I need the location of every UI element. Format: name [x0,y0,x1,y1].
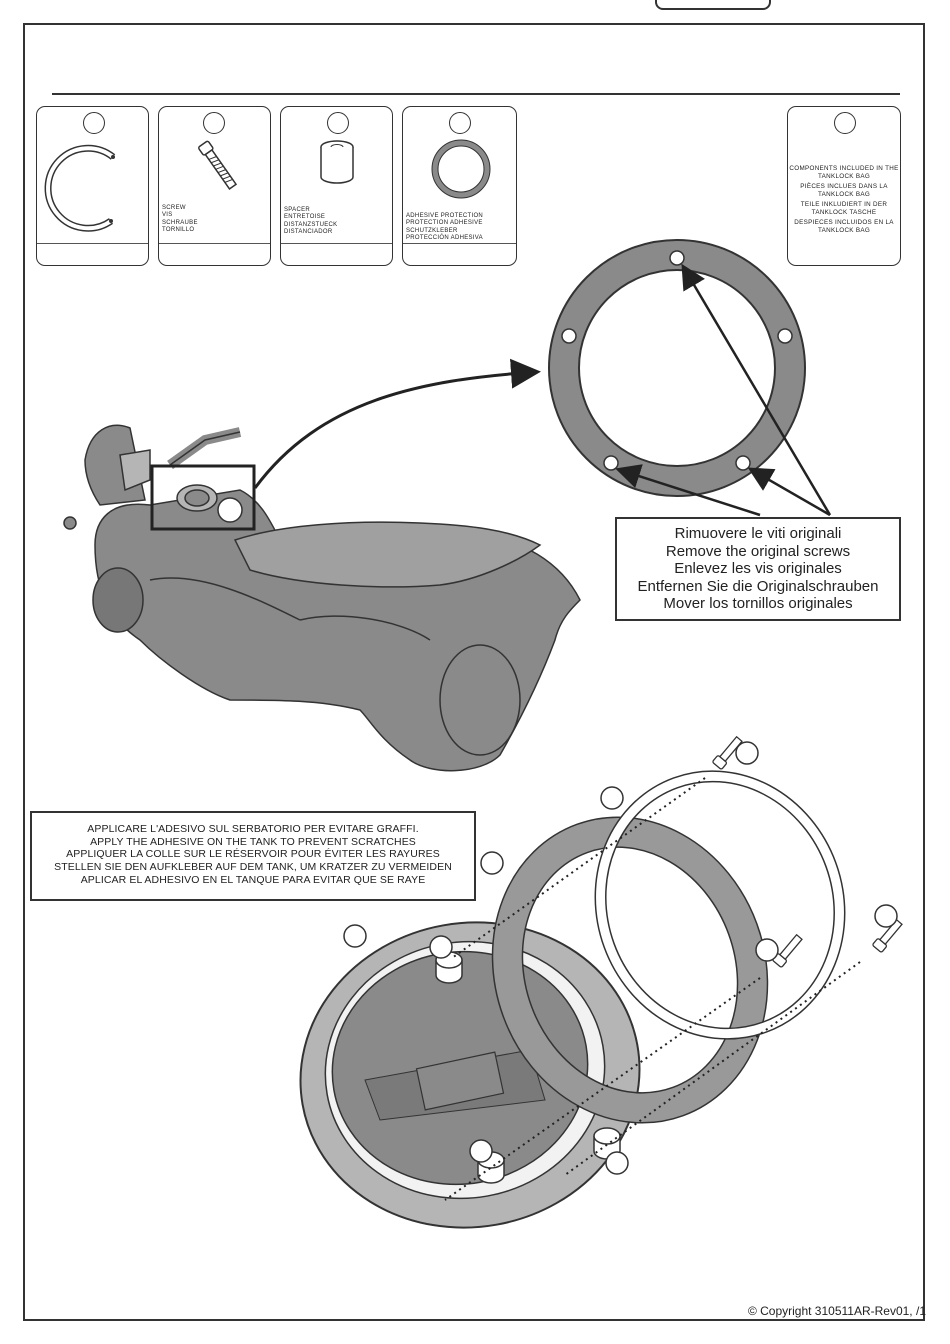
tank-detail-highlight [150,464,256,531]
screw-hole-arrows [615,263,832,517]
page-frame [23,23,925,1321]
remove-screws-note: Rimuovere le viti originali Remove the o… [615,517,901,621]
detail-arrow [253,358,541,489]
included-components-text: COMPONENTS INCLUDED IN THE TANKLOCK BAG … [789,165,899,234]
screw-icon [198,140,238,190]
card-divider [281,243,392,244]
motorcycle-illustration [63,424,581,772]
card-divider [403,243,516,244]
tank-ring-icon [44,144,116,232]
callout-circle [203,112,225,134]
callout-circle [449,112,471,134]
callout-circle [327,112,349,134]
tank-flange-gasket [548,239,806,497]
header-rule [52,93,900,95]
spacer-icon [320,140,354,184]
card-divider [37,243,148,244]
exploded-assembly [299,735,903,1229]
callout-circles [343,741,898,1175]
apply-adhesive-note: APPLICARE L'ADESIVO SUL SERBATORIO PER E… [30,811,476,901]
card-divider [159,243,270,244]
callout-circle [834,112,856,134]
adhesive-ring-icon [431,139,491,199]
callout-circle [217,497,243,523]
component-card-ring [36,106,149,266]
header-tab [655,0,771,10]
included-components-card: COMPONENTS INCLUDED IN THE TANKLOCK BAG … [787,106,901,266]
callout-circle [83,112,105,134]
copyright-text: © Copyright 310511AR-Rev01, /1 [747,1304,926,1318]
